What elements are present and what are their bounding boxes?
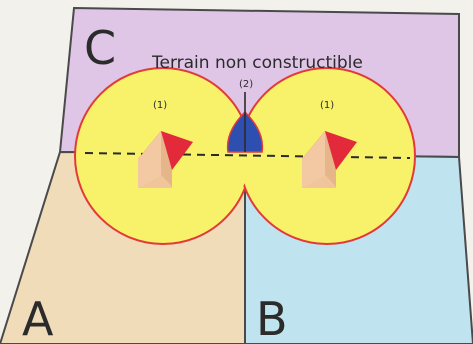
plot-label-a: A xyxy=(22,292,54,344)
house-right xyxy=(302,131,357,188)
house-left-wall-main xyxy=(138,175,172,188)
house-left-wall-side xyxy=(161,131,172,187)
house-right-wall-main xyxy=(302,175,336,188)
marker-2: (2) xyxy=(239,79,253,90)
marker-1-left: (1) xyxy=(153,100,167,111)
plot-label-c: C xyxy=(84,21,116,75)
house-right-wall-side xyxy=(325,131,336,187)
house-right-wall-front xyxy=(302,131,325,188)
unbuildable-zone-label: Terrain non constructible xyxy=(151,53,363,73)
plot-label-b: B xyxy=(256,292,288,344)
house-left xyxy=(138,131,193,188)
dashed-boundary xyxy=(84,152,411,159)
marker-1-right: (1) xyxy=(320,100,334,111)
house-left-wall-front xyxy=(138,131,161,188)
